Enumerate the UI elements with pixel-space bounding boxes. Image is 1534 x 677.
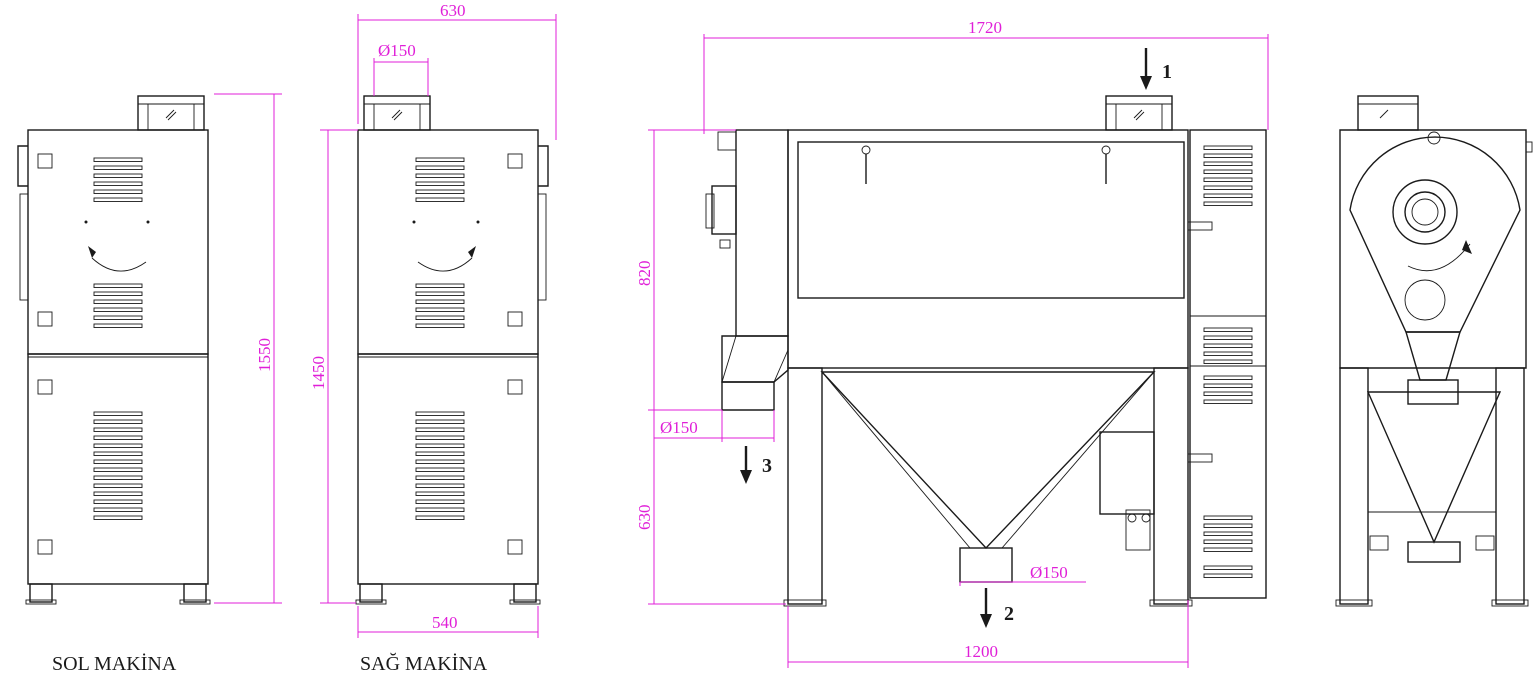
front-machine-view: 1720 820 630 Ø150 Ø150 1200 1 (635, 18, 1269, 668)
rotation-arrow-icon (88, 246, 96, 258)
rotation-arrow-icon (468, 246, 476, 258)
dim-right-width-top: 630 (440, 1, 466, 20)
dim-right-inlet-diameter: Ø150 (378, 41, 416, 60)
left-machine-view: 1550 (17, 93, 282, 605)
fan-icon (391, 109, 403, 121)
label-left-machine: SOL MAKİNA (52, 652, 177, 675)
side-machine-view (1335, 95, 1533, 607)
fan-icon (165, 109, 177, 121)
dim-front-upper-height: 820 (635, 261, 654, 287)
right-machine-view: 630 Ø150 1450 540 (309, 1, 557, 638)
rotation-arrow-icon (1462, 240, 1472, 254)
fan-icon (1379, 109, 1389, 119)
down-arrow-icon (1140, 48, 1152, 90)
down-arrow-icon (980, 588, 992, 628)
fan-icon (1133, 109, 1145, 121)
dim-left-height: 1550 (255, 338, 274, 372)
dim-right-height: 1450 (309, 356, 328, 390)
label-right-machine: SAĞ MAKİNA (360, 652, 488, 675)
dim-front-lower-height: 630 (635, 505, 654, 531)
flow-marker-side-outlet: 3 (762, 455, 772, 477)
dim-front-total-width: 1720 (968, 18, 1002, 37)
flow-marker-inlet: 1 (1162, 61, 1172, 83)
down-arrow-icon (740, 446, 752, 484)
dim-right-base-width: 540 (432, 613, 458, 632)
dim-front-bottom-outlet-diameter: Ø150 (1030, 563, 1068, 582)
dim-front-leg-span: 1200 (964, 642, 998, 661)
flow-marker-bottom-outlet: 2 (1004, 603, 1014, 625)
dim-front-side-outlet-diameter: Ø150 (660, 418, 698, 437)
